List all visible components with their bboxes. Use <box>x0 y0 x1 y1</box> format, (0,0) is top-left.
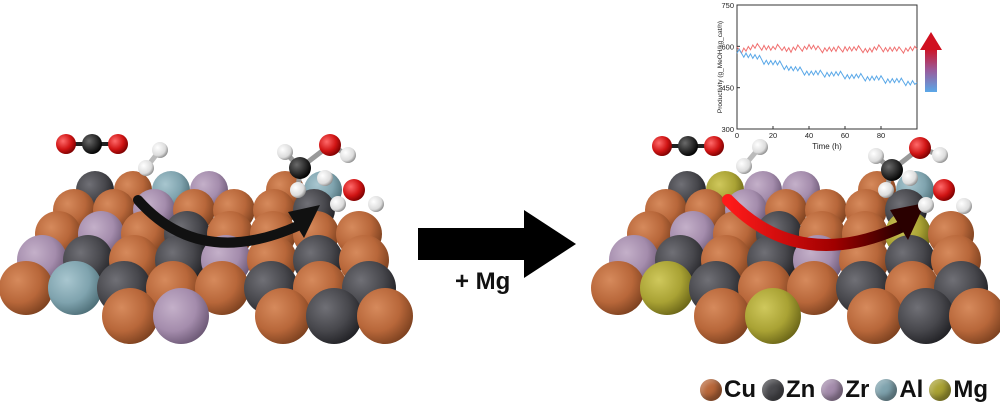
cu-atom <box>0 261 53 315</box>
transformation-arrow <box>418 210 576 278</box>
series-line-0 <box>736 42 918 55</box>
legend-swatch <box>821 379 844 401</box>
mg-atom <box>745 288 801 344</box>
co2-molecule-left <box>56 134 128 154</box>
x-tick-label: 0 <box>735 131 739 140</box>
right-reaction-arrow <box>722 194 911 251</box>
legend-item-zr: Zr <box>821 376 871 404</box>
y-tick-label: 600 <box>721 42 734 51</box>
y-tick-label: 750 <box>721 1 734 10</box>
x-tick-label: 80 <box>877 131 885 140</box>
legend-swatch <box>762 379 784 401</box>
legend-label: Zn <box>786 376 816 403</box>
cu-atom <box>102 288 158 344</box>
element-legend: Cu Zn Zr Al Mg <box>700 376 990 404</box>
legend-swatch <box>875 379 898 401</box>
x-tick-label: 60 <box>841 131 849 140</box>
legend-label: Cu <box>724 376 756 403</box>
methanol-molecule-right <box>868 137 948 198</box>
cu-atom <box>357 288 413 344</box>
legend-label: Al <box>899 376 924 403</box>
legend-item-al: Al <box>875 376 925 404</box>
mg-atom <box>640 261 694 315</box>
series-line-1 <box>736 48 918 87</box>
cu-atom <box>591 261 645 315</box>
reaction-label: + Mg <box>455 268 511 295</box>
h2-molecule-left <box>138 142 168 176</box>
productivity-increase-arrow <box>920 32 942 92</box>
legend-item-cu: Cu <box>700 376 758 404</box>
cu-atom <box>255 288 311 344</box>
legend-label: Mg <box>953 376 988 403</box>
productivity-inset-chart: 300 450 600 750 0 20 40 60 80 Productivity (g_Me… <box>717 1 918 151</box>
legend-swatch <box>700 379 722 401</box>
h2-molecule-right <box>736 139 768 174</box>
x-tick-label: 20 <box>769 131 777 140</box>
al-atom <box>48 261 102 315</box>
left-arrow-head <box>288 205 320 238</box>
cu-atom <box>787 261 841 315</box>
cu-atom <box>195 261 249 315</box>
legend-swatch <box>929 379 952 401</box>
right-arrow-head <box>890 203 925 240</box>
chart-ylabel: Productivity (g_MeOH/kg_cat/h) <box>717 21 724 113</box>
cu-atom <box>949 288 1000 344</box>
water-molecule-right <box>918 179 972 214</box>
cu-atom <box>847 288 903 344</box>
left-catalyst-surface <box>0 171 413 344</box>
water-molecule-left <box>330 179 384 212</box>
legend-item-mg: Mg <box>929 376 990 404</box>
zr-atom <box>153 288 209 344</box>
legend-item-zn: Zn <box>762 376 817 404</box>
methanol-molecule-left <box>277 134 356 198</box>
zn-atom <box>898 288 954 344</box>
chart-xlabel: Time (h) <box>812 142 842 151</box>
x-tick-label: 40 <box>805 131 813 140</box>
chart-plot-area <box>736 4 918 130</box>
legend-label: Zr <box>845 376 870 403</box>
y-tick-label: 300 <box>721 125 734 134</box>
zn-atom <box>306 288 362 344</box>
co2-molecule-right <box>652 136 724 156</box>
cu-atom <box>694 288 750 344</box>
left-reaction-arrow <box>133 195 305 248</box>
y-tick-label: 450 <box>721 84 734 93</box>
